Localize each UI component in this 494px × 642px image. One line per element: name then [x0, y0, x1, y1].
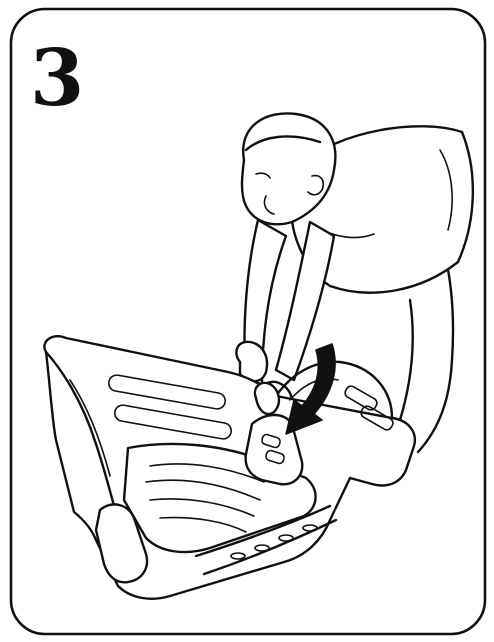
seat-frame — [44, 336, 414, 599]
step-number: 3 — [30, 40, 84, 118]
seat-slot — [343, 384, 378, 411]
